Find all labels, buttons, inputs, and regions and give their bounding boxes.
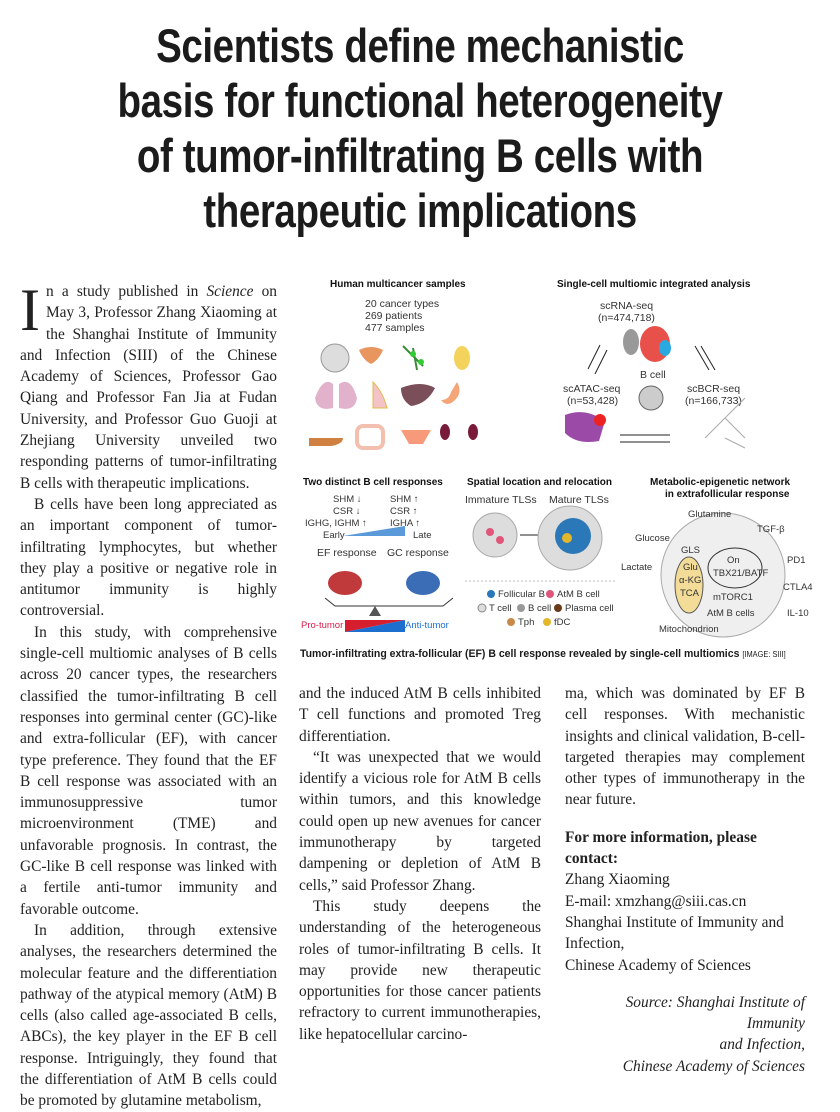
source-line: and Infection, <box>719 1036 805 1054</box>
headline-line: basis for functional heterogeneity <box>117 74 723 127</box>
marker: IGHG, IGHM ↑ <box>305 518 367 529</box>
legend-item: Follicular B <box>498 589 545 600</box>
label: Mature TLSs <box>549 494 609 506</box>
headline-line: Scientists define mechanistic <box>156 19 684 72</box>
paragraph: ma, which was dominated by EF B cell res… <box>565 685 805 809</box>
label: TCA <box>680 588 700 599</box>
label: (n=474,718) <box>598 312 655 324</box>
drop-cap: I <box>20 277 40 343</box>
label: AtM B cells <box>707 608 755 619</box>
label: α-KG <box>679 575 701 586</box>
article-column-2: and the induced AtM B cells inhibited T … <box>299 683 541 1045</box>
label: (n=166,733) <box>685 395 742 407</box>
paragraph: In addition, through extensive analyses,… <box>20 921 277 1110</box>
label: GC response <box>387 547 449 559</box>
label: Glucose <box>635 533 670 544</box>
caption-text: Tumor-infiltrating extra-follicular (EF)… <box>300 648 740 660</box>
paragraph: and the induced AtM B cells inhibited T … <box>299 685 541 745</box>
source-credit: Source: Shanghai Institute of Immunity a… <box>565 992 805 1077</box>
pro-tumor-label: Pro-tumor <box>301 620 343 631</box>
source-line: Source: Shanghai Institute of Immunity <box>625 993 805 1033</box>
text: on May 3, Professor Zhang Xiaoming at th… <box>20 283 277 492</box>
label: PD1 <box>787 555 805 566</box>
contact-org: Shanghai Institute of Immunity and Infec… <box>565 913 784 953</box>
article-column-3: ma, which was dominated by EF B cell res… <box>565 683 805 1077</box>
contact-org: Chinese Academy of Sciences <box>565 956 751 974</box>
panel-title: Two distinct B cell responses <box>303 477 443 488</box>
label: (n=53,428) <box>567 395 618 407</box>
marker: SHM ↓ <box>333 494 362 505</box>
text: n a study published in <box>45 283 207 300</box>
label: TBX21/BATF <box>713 568 768 579</box>
stat: 269 patients <box>365 310 422 322</box>
legend-item: Tph <box>518 617 534 628</box>
marker: IGHA ↑ <box>390 518 420 529</box>
marker: CSR ↓ <box>333 506 360 517</box>
label: scRNA-seq <box>600 300 653 312</box>
stat: 477 samples <box>365 322 425 334</box>
label: Early <box>323 530 345 541</box>
paragraph: “It was unexpected that we would identif… <box>299 748 541 894</box>
label: Immature TLSs <box>465 494 537 506</box>
label: GLS <box>681 545 700 556</box>
label: B cell <box>640 369 666 381</box>
label: scATAC-seq <box>563 383 621 395</box>
label: TGF-β <box>757 524 785 535</box>
marker: SHM ↑ <box>390 494 419 505</box>
headline-line: of tumor-infiltrating B cells with <box>136 129 704 182</box>
panel-title: Human multicancer samples <box>330 279 466 290</box>
panel-title: Spatial location and relocation <box>467 477 612 488</box>
legend-item: T cell <box>489 603 512 614</box>
label: Lactate <box>621 562 652 573</box>
label: Glu <box>683 562 698 573</box>
label: scBCR-seq <box>687 383 740 395</box>
panel-title: Single-cell multiomic integrated analysi… <box>557 279 751 290</box>
contact-email[interactable]: E-mail: xmzhang@siii.cas.cn <box>565 892 747 910</box>
label: mTORC1 <box>713 592 753 603</box>
anti-tumor-label: Anti-tumor <box>405 620 449 631</box>
headline: Scientists define mechanistic basis for … <box>0 18 840 238</box>
legend-item: AtM B cell <box>557 589 600 600</box>
organ-icons <box>309 343 478 450</box>
panel-title: in extrafollicular response <box>665 489 790 500</box>
contact-name: Zhang Xiaoming <box>565 871 670 889</box>
legend-item: fDC <box>554 617 571 628</box>
label: Mitochondrion <box>659 624 719 635</box>
label: EF response <box>317 547 377 559</box>
label: Glutamine <box>688 509 731 520</box>
label: On <box>727 555 740 566</box>
label: Late <box>413 530 432 541</box>
contact-block: For more information, please contact: Zh… <box>565 827 805 976</box>
label: IL-10 <box>787 608 809 619</box>
label: CTLA4 <box>783 582 813 593</box>
legend-item: B cell <box>528 603 551 614</box>
image-credit: [IMAGE: SIII] <box>742 650 786 659</box>
panel-title: Metabolic-epigenetic network <box>650 477 790 488</box>
paragraph: In this study, with comprehensive single… <box>20 623 277 918</box>
figure: Human multicancer samples 20 cancer type… <box>295 270 815 680</box>
source-line: Chinese Academy of Sciences <box>622 1057 805 1075</box>
paragraph: B cells have been long appreciated as an… <box>20 495 277 620</box>
headline-line: therapeutic implications <box>203 184 637 237</box>
stat: 20 cancer types <box>365 298 439 310</box>
legend-item: Plasma cell <box>565 603 614 614</box>
contact-heading: For more information, please contact: <box>565 828 757 868</box>
marker: CSR ↑ <box>390 506 417 517</box>
journal-name: Science <box>206 283 254 300</box>
figure-caption: Tumor-infiltrating extra-follicular (EF)… <box>300 648 786 660</box>
paragraph: This study deepens the understanding of … <box>299 897 541 1043</box>
